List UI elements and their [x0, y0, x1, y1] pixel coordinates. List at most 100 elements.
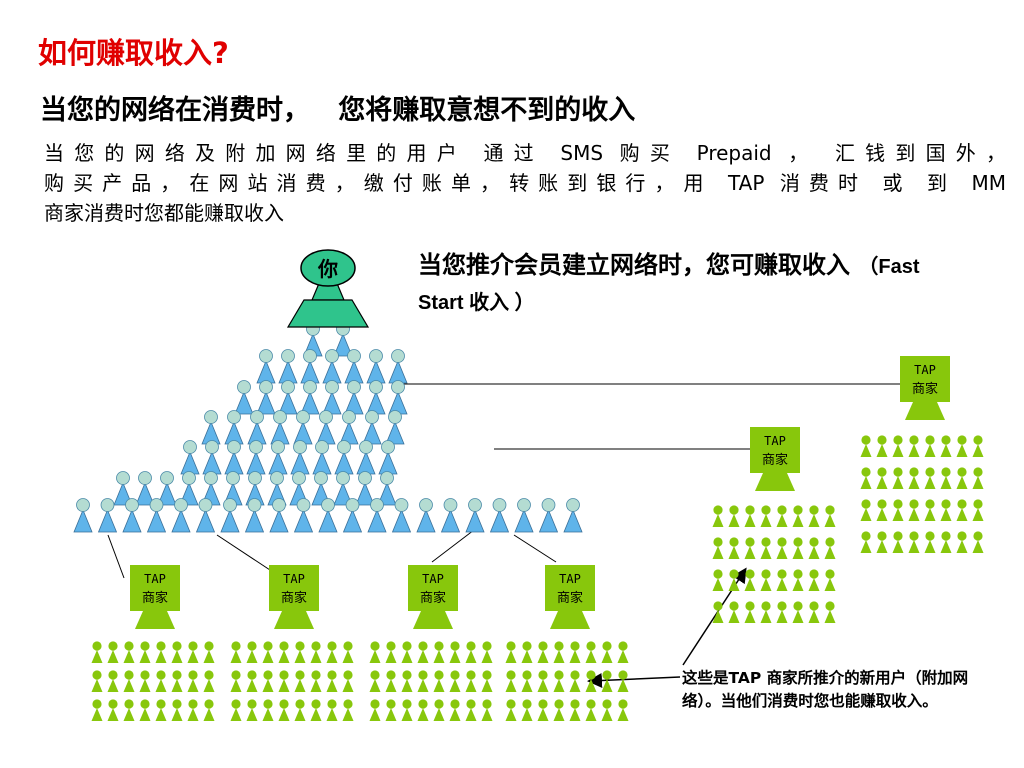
- user-icon: [924, 499, 936, 521]
- user-icon: [712, 505, 724, 527]
- you-node-head: [300, 249, 356, 287]
- member-icon: [563, 498, 583, 533]
- user-icon: [171, 670, 183, 692]
- user-icon: [433, 699, 445, 721]
- member-icon: [278, 380, 298, 415]
- user-icon: [792, 505, 804, 527]
- user-icon: [294, 670, 306, 692]
- member-icon: [224, 410, 244, 445]
- user-icon: [481, 670, 493, 692]
- user-icon: [940, 499, 952, 521]
- user-icon: [326, 699, 338, 721]
- member-icon: [256, 380, 276, 415]
- user-icon: [824, 537, 836, 559]
- member-icon: [391, 498, 412, 533]
- fast-start-text: 当您推介会员建立网络时，您可赚取收入 （Fast Start 收入 ）: [418, 248, 966, 320]
- member-icon: [378, 440, 398, 475]
- user-icon: [924, 531, 936, 553]
- user-icon: [712, 601, 724, 623]
- user-icon: [326, 670, 338, 692]
- member-icon: [293, 410, 313, 445]
- user-icon: [310, 699, 322, 721]
- member-icon: [293, 498, 314, 533]
- user-icon: [808, 505, 820, 527]
- user-icon: [876, 499, 888, 521]
- connector-line: [431, 529, 475, 563]
- member-icon: [224, 440, 244, 475]
- user-icon: [569, 641, 581, 663]
- member-icon: [312, 440, 332, 475]
- user-icon: [585, 670, 597, 692]
- user-icon: [187, 670, 199, 692]
- merchant-label-line2: 商家: [557, 590, 583, 606]
- user-icon: [155, 699, 167, 721]
- user-icon: [601, 670, 613, 692]
- user-icon: [876, 467, 888, 489]
- user-icon: [792, 601, 804, 623]
- user-icon: [155, 670, 167, 692]
- merchant-box: [900, 356, 950, 402]
- merchant-box: [750, 427, 800, 473]
- fast-start-note: （Fast Start 收入 ）: [418, 256, 920, 314]
- user-icon: [91, 670, 103, 692]
- user-icon: [553, 670, 565, 692]
- member-icon: [300, 380, 320, 415]
- user-icon: [171, 699, 183, 721]
- member-icon: [244, 498, 265, 533]
- user-icon: [278, 670, 290, 692]
- user-icon: [553, 641, 565, 663]
- user-icon: [310, 641, 322, 663]
- new-user-grids: [91, 435, 984, 721]
- user-icon: [956, 435, 968, 457]
- member-icon: [256, 349, 276, 384]
- member-icon: [385, 410, 405, 445]
- member-icon: [290, 440, 310, 475]
- user-icon: [203, 641, 215, 663]
- user-icon: [860, 499, 872, 521]
- user-icon: [569, 670, 581, 692]
- user-icon: [908, 435, 920, 457]
- member-icon: [342, 498, 363, 533]
- user-icon: [433, 670, 445, 692]
- user-icon: [310, 670, 322, 692]
- merchant-box: [545, 565, 595, 611]
- merchant-base: [274, 611, 314, 629]
- user-icon: [744, 569, 756, 591]
- tap-merchant-node: TAP 商家: [545, 565, 595, 629]
- merchant-label-line1: TAP: [764, 434, 786, 448]
- user-icon: [876, 435, 888, 457]
- user-icon: [956, 531, 968, 553]
- user-icon: [808, 569, 820, 591]
- user-icon: [776, 601, 788, 623]
- user-icon: [521, 670, 533, 692]
- connector-line: [513, 534, 557, 563]
- user-icon: [278, 641, 290, 663]
- annotation-arrow: [587, 672, 681, 688]
- merchant-base: [413, 611, 453, 629]
- user-icon: [553, 699, 565, 721]
- user-icon: [262, 641, 274, 663]
- user-icon: [342, 641, 354, 663]
- user-icon: [246, 699, 258, 721]
- user-icon: [892, 467, 904, 489]
- user-icon: [860, 467, 872, 489]
- merchant-label-line1: TAP: [559, 572, 581, 586]
- member-icon: [334, 440, 354, 475]
- user-icon: [924, 435, 936, 457]
- user-icon: [230, 641, 242, 663]
- user-icon: [760, 601, 772, 623]
- user-icon: [824, 601, 836, 623]
- user-icon: [342, 699, 354, 721]
- user-icon: [521, 641, 533, 663]
- user-icon: [278, 699, 290, 721]
- merchant-box: [408, 565, 458, 611]
- member-icon: [234, 380, 254, 415]
- user-icon: [246, 641, 258, 663]
- user-icon: [728, 569, 740, 591]
- member-icon: [157, 471, 177, 506]
- member-icon: [465, 498, 485, 533]
- user-icon: [139, 699, 151, 721]
- user-icon: [139, 641, 151, 663]
- user-icon: [401, 641, 413, 663]
- user-icon: [385, 699, 397, 721]
